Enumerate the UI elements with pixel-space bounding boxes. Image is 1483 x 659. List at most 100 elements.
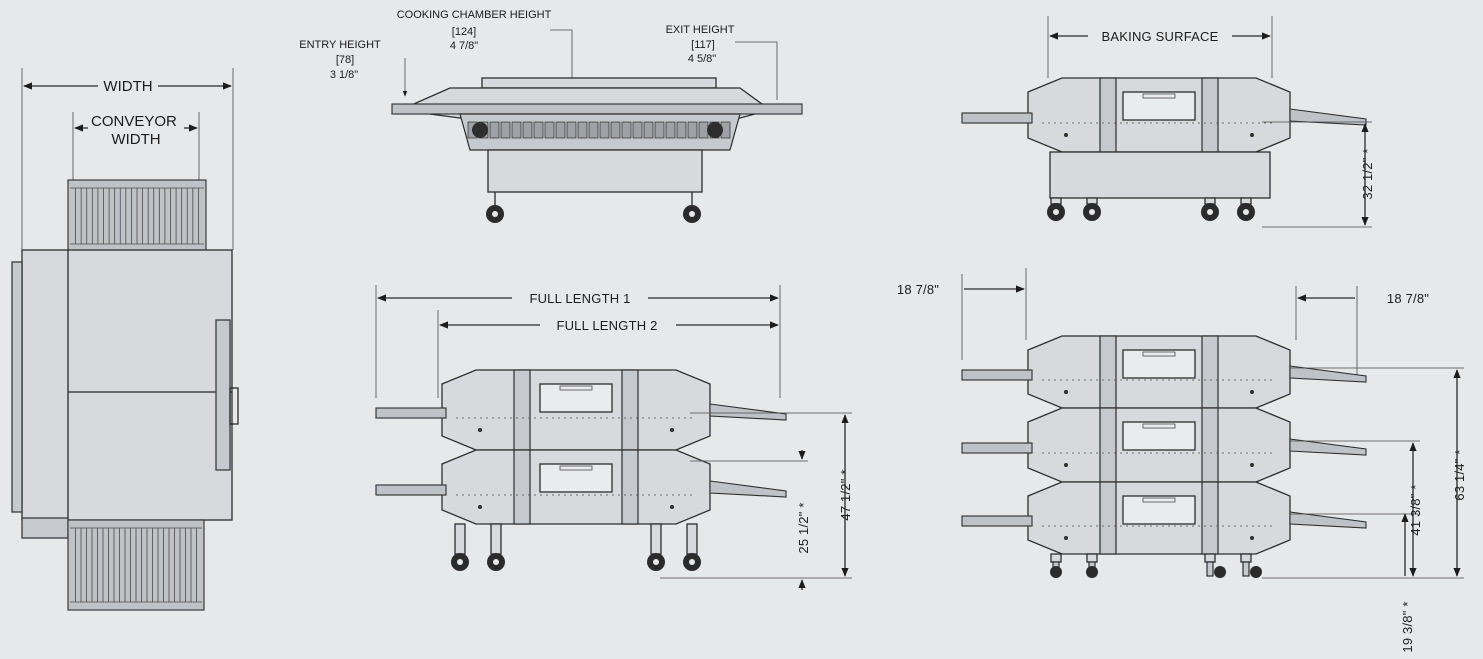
triple-oven-view: 18 7/8" 18 7/8" 63 1/4" * 41 3/8" * 19 3…	[897, 268, 1467, 653]
top-deck-pillar	[1099, 335, 1117, 409]
single-deck-door	[1122, 91, 1196, 121]
chain-link	[621, 121, 632, 139]
chain-link	[555, 121, 566, 139]
wheel	[1050, 566, 1062, 578]
wheel-hub	[653, 559, 659, 565]
chain-link	[533, 121, 544, 139]
middle-deck-door-handle	[1142, 423, 1176, 429]
lower-deck-conveyor-right	[709, 480, 787, 498]
side-view-stand	[487, 149, 703, 193]
chain-link	[676, 121, 687, 139]
single-deck-pillar	[1099, 77, 1117, 153]
middle-deck-pillar	[1099, 407, 1117, 483]
chain-link	[577, 121, 588, 139]
upper-deck-door-handle	[559, 385, 593, 391]
upper-deck-knob	[478, 428, 482, 432]
sprocket	[472, 122, 488, 138]
chain-link	[566, 121, 577, 139]
width-label: WIDTH	[103, 78, 152, 95]
middle-height-label: 41 3/8" *	[1408, 484, 1423, 535]
single-deck-pillar	[1201, 77, 1219, 153]
wheel	[1250, 566, 1262, 578]
door-handle	[229, 387, 239, 425]
bottom-deck-knob	[1250, 536, 1254, 540]
side-view-conveyor	[391, 103, 803, 115]
chain-link	[588, 121, 599, 139]
chain-link	[511, 121, 522, 139]
wheel-hub	[493, 559, 499, 565]
middle-deck-knob	[1250, 463, 1254, 467]
single-oven-view: BAKING SURFACE 32 1/2" *	[961, 16, 1375, 228]
upper-deck-conveyor-left	[375, 407, 447, 419]
exit-height-mm: [117]	[691, 39, 715, 51]
entry-height-mm: [78]	[336, 54, 354, 66]
leg	[686, 523, 698, 555]
cooking-chamber-height-in: 4 7/8"	[450, 40, 478, 52]
lower-deck-knob	[478, 505, 482, 509]
top-height-label: 63 1/4" *	[1452, 449, 1467, 500]
oven-body-top-view	[21, 249, 233, 521]
chain-link	[599, 121, 610, 139]
chain-link	[687, 121, 698, 139]
chain-link	[522, 121, 533, 139]
leg	[490, 523, 502, 555]
single-deck-conveyor-right	[1289, 108, 1367, 126]
leg	[1204, 553, 1216, 563]
top-deck-knob	[1250, 390, 1254, 394]
single-deck-knob	[1250, 133, 1254, 137]
full-length-2-label: FULL LENGTH 2	[556, 318, 657, 333]
top-deck-door	[1122, 349, 1196, 379]
top-deck-conveyor-left	[961, 369, 1033, 381]
chain-link	[544, 121, 555, 139]
side-view-wheels	[486, 192, 701, 223]
bottom-deck-door	[1122, 495, 1196, 525]
middle-deck-conveyor-right	[1289, 438, 1367, 456]
chain-link	[665, 121, 676, 139]
side-view: ENTRY HEIGHT [78] 3 1/8" COOKING CHAMBER…	[299, 9, 803, 223]
middle-deck-door	[1122, 421, 1196, 451]
upper-deck-door	[539, 383, 613, 413]
lower-height-label: 25 1/2" *	[796, 502, 811, 553]
leg	[1086, 553, 1098, 563]
single-height-label: 32 1/2" *	[1360, 148, 1375, 199]
lower-deck-pillar	[621, 449, 639, 525]
chain-link	[698, 121, 709, 139]
leg	[454, 523, 466, 555]
right-extension-label: 18 7/8"	[1387, 291, 1429, 306]
conveyor-width-label: CONVEYOR WIDTH	[91, 113, 181, 148]
cooking-chamber-leader	[550, 29, 573, 78]
top-deck-knob	[1064, 390, 1068, 394]
chain-link	[654, 121, 665, 139]
side-view-top-cap	[481, 77, 717, 89]
wheel	[1214, 566, 1226, 578]
leg	[1240, 553, 1252, 563]
caster	[1206, 561, 1214, 577]
bottom-deck-pillar	[1201, 481, 1219, 555]
wheel-hub	[1053, 209, 1059, 215]
middle-deck-pillar	[1201, 407, 1219, 483]
chain-link	[489, 121, 500, 139]
single-deck-conveyor-left	[961, 112, 1033, 124]
lower-deck-pillar	[513, 449, 531, 525]
upper-deck-pillar	[621, 369, 639, 451]
single-deck-door-handle	[1142, 93, 1176, 99]
wheel-hub	[457, 559, 463, 565]
bottom-deck-conveyor-right	[1289, 511, 1367, 529]
wheel	[1086, 566, 1098, 578]
lower-deck-knob	[670, 505, 674, 509]
oven-door-handle-panel	[215, 319, 231, 471]
middle-deck-knob	[1064, 463, 1068, 467]
wheel-hub	[1207, 209, 1213, 215]
wheel-hub	[1243, 209, 1249, 215]
top-view: WIDTH CONVEYOR WIDTH	[11, 68, 239, 611]
double-oven-stack	[375, 369, 787, 571]
leg	[650, 523, 662, 555]
chain-link	[500, 121, 511, 139]
top-deck-conveyor-right	[1289, 365, 1367, 383]
control-panel	[21, 517, 69, 539]
lower-deck-door-handle	[559, 465, 593, 471]
left-extension-label: 18 7/8"	[897, 282, 939, 297]
bottom-deck-knob	[1064, 536, 1068, 540]
cooking-chamber-height-mm: [124]	[452, 26, 476, 38]
